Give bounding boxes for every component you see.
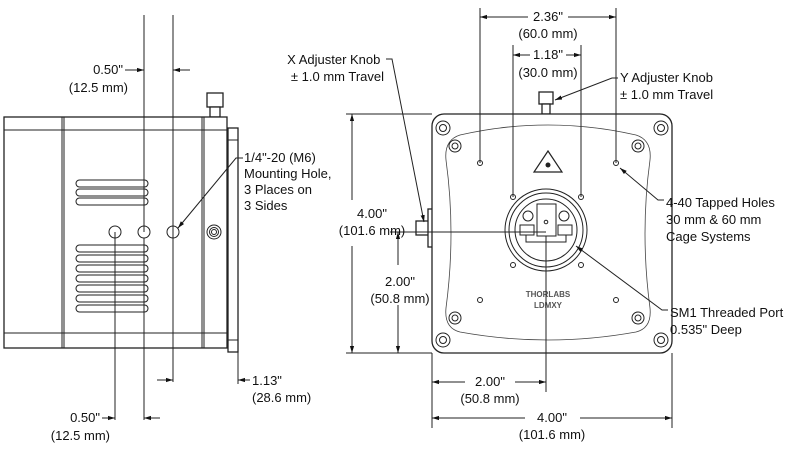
height-in: 4.00" — [357, 206, 387, 221]
dim-60-in: 2.36" — [533, 9, 563, 24]
side-knob — [206, 92, 224, 108]
mounting-hole-label: 1/4"-20 (M6) Mounting Hole, 3 Places on … — [244, 150, 335, 213]
half-width-mm: (50.8 mm) — [460, 391, 519, 406]
front-plate-side — [227, 127, 239, 353]
width-in: 4.00" — [537, 410, 567, 425]
logo-brand: THORLABS — [526, 290, 571, 299]
y-knob-label: Y Adjuster Knob ± 1.0 mm Travel — [620, 70, 717, 102]
sm1-port-label: SM1 Threaded Port 0.535" Deep — [670, 305, 787, 337]
front-body — [431, 113, 673, 354]
width-mm: (101.6 mm) — [519, 427, 585, 442]
dim-30-mm: (30.0 mm) — [518, 65, 577, 80]
dim-60-mm: (60.0 mm) — [518, 26, 577, 41]
bottom-dim-in: 0.50" — [70, 410, 100, 425]
half-width-in: 2.00" — [475, 374, 505, 389]
top-dim-mm: (12.5 mm) — [69, 80, 128, 95]
dim-30-in: 1.18" — [533, 47, 563, 62]
half-height-in: 2.00" — [385, 274, 415, 289]
front-view: THORLABS LDMXY 2.36" (60.0 mm) 1.18" (30… — [287, 8, 787, 442]
depth-dim-in: 1.13" — [252, 373, 282, 388]
corner-screws — [435, 120, 669, 348]
half-height-mm: (50.8 mm) — [370, 291, 429, 306]
bottom-dim-mm: (12.5 mm) — [51, 428, 110, 443]
side-view: 0.50" (12.5 mm) 1.13" (28.6 mm) 0.50" (1… — [3, 15, 335, 443]
height-mm: (101.6 mm) — [339, 223, 405, 238]
logo-model: LDMXY — [534, 301, 563, 310]
side-knob-hole — [206, 224, 222, 240]
vent-slots — [75, 179, 149, 313]
depth-dim-mm: (28.6 mm) — [252, 390, 311, 405]
top-dim-in: 0.50" — [93, 62, 123, 77]
tapped-holes-label: 4-40 Tapped Holes 30 mm & 60 mm Cage Sys… — [666, 195, 779, 244]
x-knob-label: X Adjuster Knob ± 1.0 mm Travel — [287, 52, 384, 84]
laser-warning-icon — [532, 149, 564, 173]
